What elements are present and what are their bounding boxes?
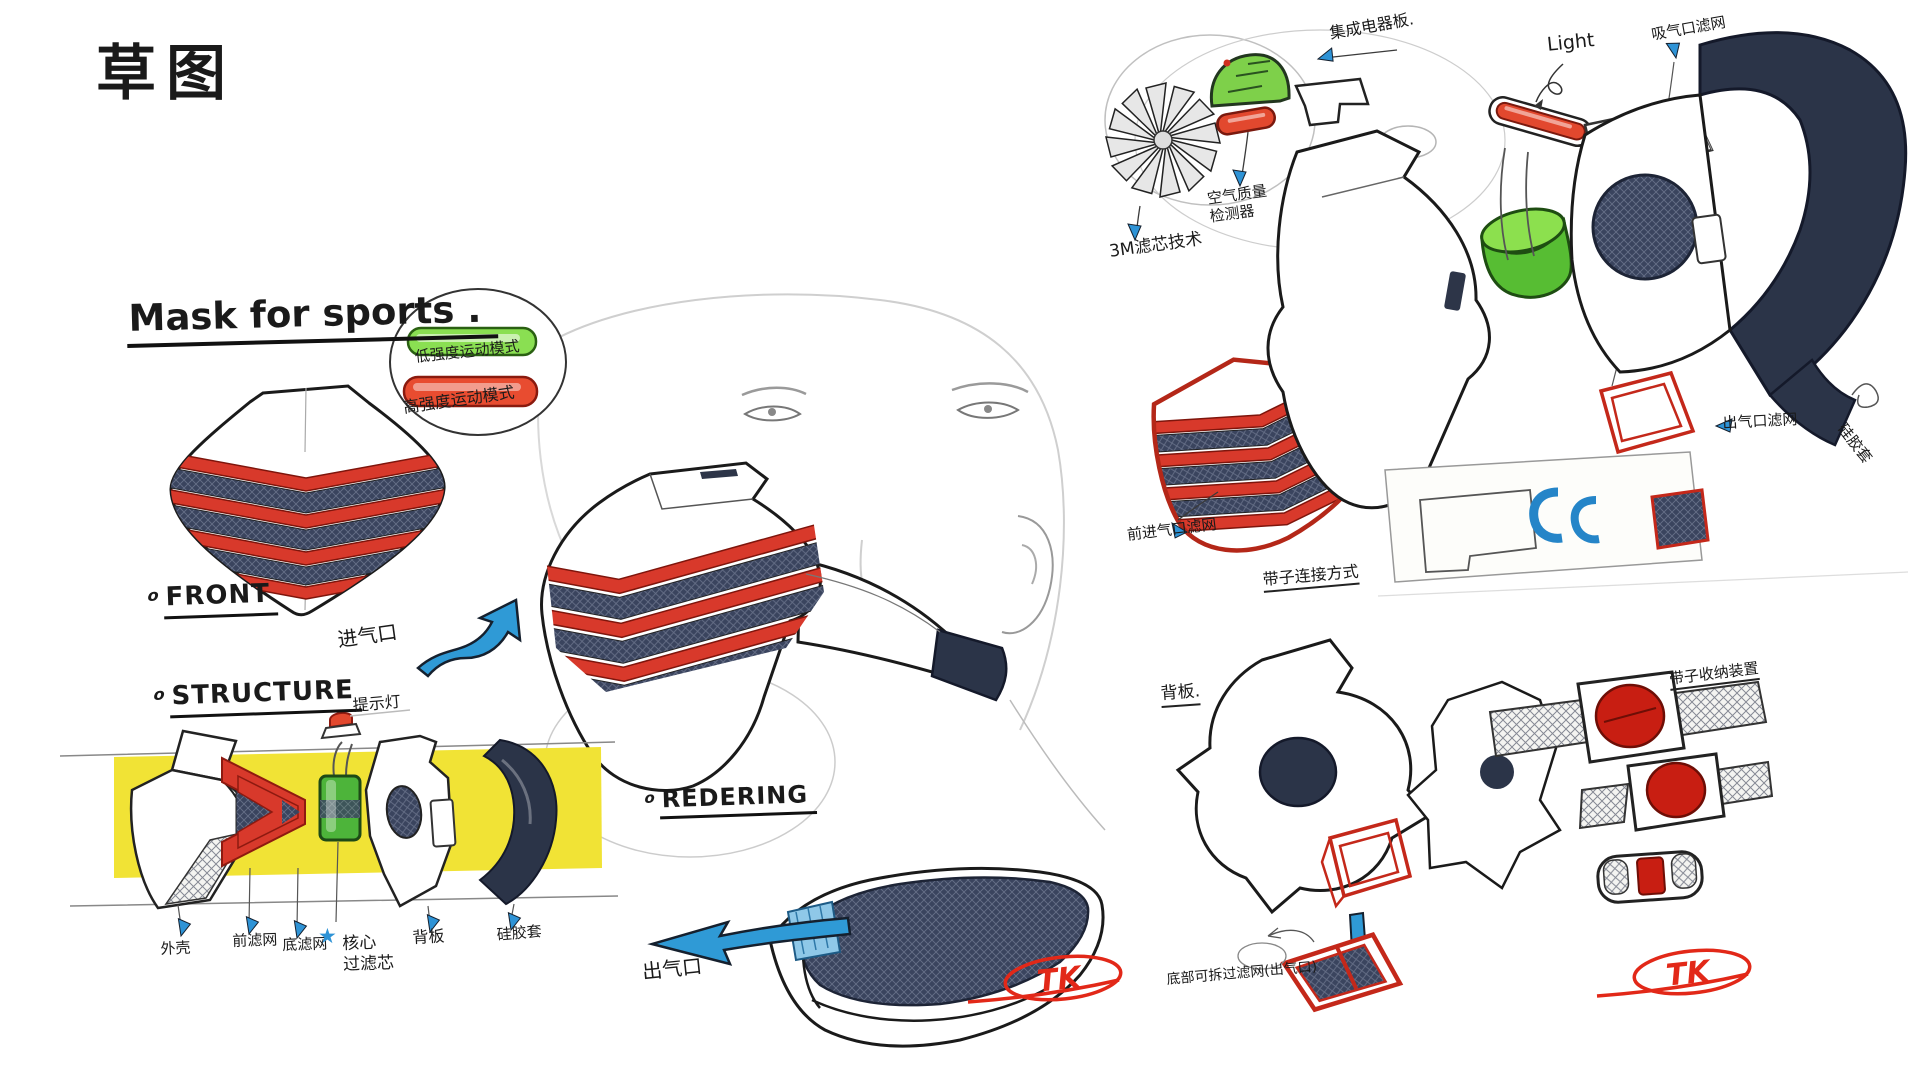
right-eyebrow	[951, 382, 1029, 394]
storage-capsule	[1596, 850, 1704, 904]
strap-storage	[1488, 670, 1774, 904]
inlet-arrow	[416, 598, 522, 678]
strap-connection-panel	[1384, 451, 1710, 583]
filter-chevrons-part	[221, 756, 306, 868]
rendering-label: REDERING	[659, 779, 817, 820]
outlet-filter-frame	[1598, 370, 1696, 455]
heading-mask-for-sports: Mask for sports .	[126, 286, 499, 349]
strap-clip	[930, 628, 1008, 702]
label-light: Light	[1546, 29, 1596, 56]
right-eye	[956, 401, 1020, 419]
red-mesh-square	[1650, 488, 1710, 550]
blue-bracket-1	[1529, 487, 1563, 543]
red-disc-2	[1645, 761, 1707, 819]
ear	[1001, 515, 1054, 635]
outlet-mesh-panel	[798, 876, 1090, 1007]
exploded-mask-body	[1266, 77, 1491, 510]
structure-label: STRUCTURE	[169, 674, 363, 719]
silicone-part	[478, 738, 558, 906]
left-eye	[743, 405, 802, 422]
core-filter-part	[318, 741, 362, 842]
rendering-mask	[540, 461, 1008, 792]
rendering-bullet: o	[642, 788, 658, 808]
outlet-mask	[647, 866, 1105, 1048]
label-part-front-filter: 前滤网	[232, 930, 278, 950]
fan-filter	[1105, 82, 1221, 198]
red-frame-cube	[1320, 817, 1413, 909]
top-clip	[1294, 77, 1370, 127]
light-wires	[1499, 147, 1535, 261]
circuit-board	[1209, 53, 1291, 136]
shell-part	[129, 729, 255, 910]
backplate-part	[364, 734, 457, 908]
label-part-core-filter: 核心 过滤芯	[342, 932, 395, 975]
label-part-shell: 外壳	[160, 938, 191, 958]
label-backplate-right: 背板.	[1160, 681, 1201, 708]
label-indicator-light: 提示灯	[352, 691, 402, 715]
structure-strip	[59, 709, 619, 941]
structure-bullet: o	[151, 684, 168, 705]
part-leaders	[177, 841, 515, 929]
strap-mask	[1569, 31, 1908, 447]
page-title: 草图	[96, 39, 236, 109]
label-part-silicone: 硅胶套	[496, 922, 543, 944]
rendering-mask-filter-layers	[545, 516, 824, 692]
high-mode-pill	[402, 375, 539, 408]
bottom-removable-filter	[1280, 932, 1404, 1013]
left-eyebrow	[741, 386, 807, 397]
light-leader	[1535, 63, 1564, 103]
mode-callout	[389, 288, 567, 436]
heading-text: Mask for sports .	[126, 286, 499, 349]
head-strap	[1698, 31, 1908, 397]
label-outlet-filter: 出气口滤网	[1722, 410, 1798, 432]
air-sensor-cylinder	[1216, 106, 1276, 136]
tk-logo-right	[1595, 943, 1754, 1001]
front-view-mask	[169, 384, 446, 617]
indicator-light	[320, 709, 411, 740]
silicone-pigtail	[1851, 383, 1879, 408]
backplate-view-large	[1175, 638, 1433, 977]
blue-bracket-2	[1570, 496, 1600, 544]
front-label: FRONT	[163, 578, 279, 620]
core-star-marker: ★	[318, 924, 337, 948]
exhale-mesh-circle	[1591, 173, 1699, 281]
bottom-filter-leader	[1267, 927, 1315, 943]
front-bullet: o	[145, 585, 162, 606]
light-bar	[1488, 96, 1593, 147]
outlet-arrow	[647, 916, 852, 966]
label-part-backplate: 背板	[412, 926, 445, 947]
